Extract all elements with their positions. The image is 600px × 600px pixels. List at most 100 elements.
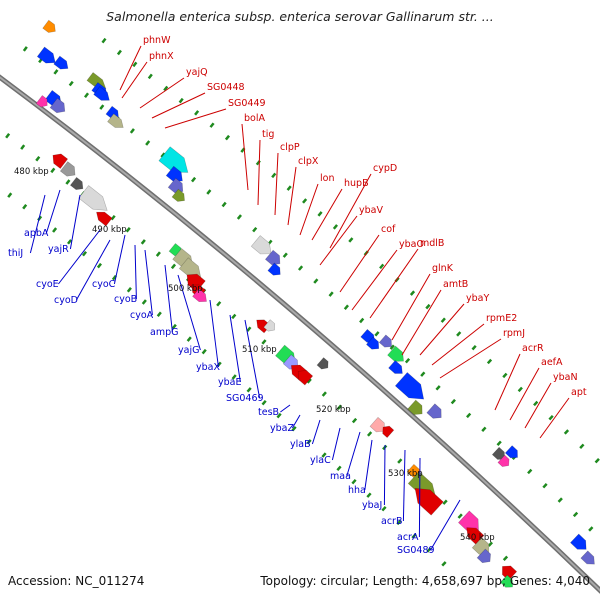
tick-mark xyxy=(351,479,357,485)
forward-gene-label: SG0448 xyxy=(207,82,245,93)
reverse-leader-line xyxy=(229,314,241,383)
forward-leader-line xyxy=(311,188,343,241)
gene-feature xyxy=(96,211,113,227)
reverse-leader-line xyxy=(144,249,153,316)
tick-mark xyxy=(404,357,411,364)
forward-gene-label: cof xyxy=(381,224,396,235)
label-leaders xyxy=(29,45,570,551)
reverse-leader-line xyxy=(364,439,373,491)
reverse-leader-line xyxy=(418,457,421,538)
tick-mark xyxy=(282,252,288,258)
forward-leader-line xyxy=(524,382,552,429)
gene-feature xyxy=(42,19,56,33)
tick-mark xyxy=(178,97,184,104)
reverse-gene-label: ylaB xyxy=(290,439,311,450)
gene-feature xyxy=(192,288,207,303)
gene-feature xyxy=(78,185,108,211)
reverse-gene-label: tesB xyxy=(258,407,279,418)
reverse-gene-label: acrB xyxy=(381,516,402,527)
forward-gene-label: glnK xyxy=(432,263,454,274)
forward-leader-line xyxy=(419,303,465,356)
forward-leader-line xyxy=(319,215,358,266)
reverse-leader-line xyxy=(69,194,81,250)
tick-mark xyxy=(486,358,493,365)
tick-mark xyxy=(129,128,135,134)
reverse-gene-label: ybaZ xyxy=(270,423,294,434)
tick-mark xyxy=(216,301,222,307)
tick-mark xyxy=(156,311,162,318)
tick-mark xyxy=(191,176,197,183)
tick-mark xyxy=(125,227,131,233)
forward-gene-label: aefA xyxy=(541,357,563,368)
gene-feature xyxy=(570,533,587,550)
tick-mark xyxy=(155,251,161,257)
tick-mark xyxy=(261,339,267,345)
tick-mark xyxy=(286,185,292,191)
reverse-leader-line xyxy=(291,414,301,429)
gene-feature xyxy=(387,345,404,362)
reverse-leader-line xyxy=(311,419,321,445)
tick-mark xyxy=(313,278,319,284)
tick-mark xyxy=(496,440,502,446)
kbp-label: 540 kbp xyxy=(460,533,495,543)
tick-mark xyxy=(533,400,539,407)
tick-mark xyxy=(425,303,431,310)
forward-gene-label: amtB xyxy=(443,279,468,290)
reverse-gene-label: SG0469 xyxy=(226,393,264,404)
gene-feature xyxy=(388,360,403,374)
tick-mark xyxy=(126,287,132,293)
tick-mark xyxy=(52,227,58,233)
tick-mark xyxy=(351,417,358,424)
reverse-leader-line xyxy=(75,239,111,301)
tick-mark xyxy=(147,73,153,80)
tick-mark xyxy=(306,378,312,384)
gene-feature xyxy=(382,425,395,438)
gene-feature xyxy=(52,153,69,169)
tick-mark xyxy=(440,317,446,323)
tick-mark xyxy=(487,541,493,547)
reverse-gene-label: thiJ xyxy=(8,248,23,259)
reverse-leader-line xyxy=(383,444,386,506)
gene-feature xyxy=(264,249,281,266)
tick-mark xyxy=(5,132,11,139)
reverse-leader-line xyxy=(177,274,201,351)
tick-mark xyxy=(252,226,258,233)
tick-mark xyxy=(466,412,472,419)
tick-mark xyxy=(276,412,282,419)
reverse-gene-label: hha xyxy=(348,485,366,496)
forward-leader-line xyxy=(494,353,521,411)
tick-mark xyxy=(557,497,563,503)
tick-mark xyxy=(271,172,277,179)
tick-mark xyxy=(321,452,327,458)
tick-mark xyxy=(594,458,600,464)
forward-gene-label: cypD xyxy=(373,163,397,174)
gene-feature xyxy=(378,334,392,348)
tick-mark xyxy=(457,513,463,519)
forward-leader-line xyxy=(329,173,372,249)
gene-feature xyxy=(504,445,518,459)
tick-mark xyxy=(255,159,261,166)
tick-mark xyxy=(141,299,147,305)
accession-text: Accession: NC_011274 xyxy=(8,574,145,588)
forward-gene-label: ybaN xyxy=(553,372,578,383)
tick-mark xyxy=(22,46,28,52)
tick-mark xyxy=(359,317,365,324)
gene-feature xyxy=(366,336,380,350)
reverse-leader-line xyxy=(45,189,61,234)
tick-mark xyxy=(65,179,71,185)
gene-feature xyxy=(407,399,423,415)
forward-leader-line xyxy=(139,77,185,109)
tick-mark xyxy=(396,519,402,526)
reverse-gene-label: SG0489 xyxy=(397,545,435,556)
tick-mark xyxy=(321,391,327,397)
forward-gene-label: clpP xyxy=(280,142,300,153)
tick-mark xyxy=(110,214,116,221)
gene-feature xyxy=(316,357,329,370)
tick-mark xyxy=(502,372,508,379)
reverse-leader-line xyxy=(134,244,137,300)
tick-mark xyxy=(140,239,146,245)
gene-feature xyxy=(171,188,185,202)
gene-feature xyxy=(59,161,76,177)
forward-leader-line xyxy=(431,323,485,366)
tick-mark xyxy=(246,326,252,332)
